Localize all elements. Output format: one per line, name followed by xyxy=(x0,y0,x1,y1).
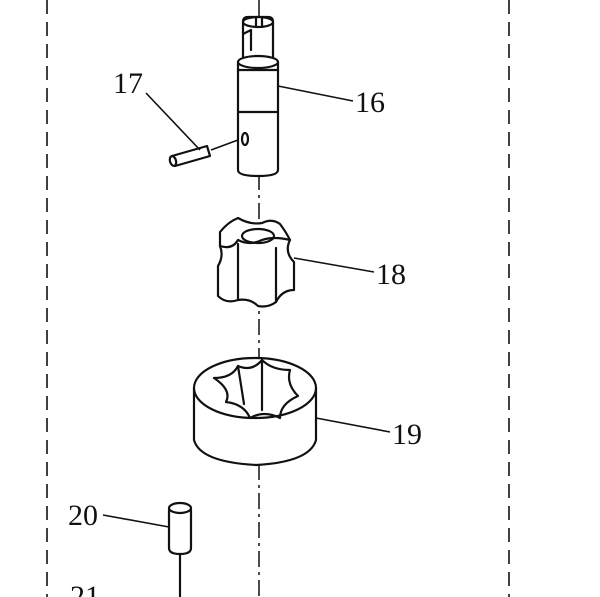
part-labels: 17 16 18 19 20 21 xyxy=(68,67,422,597)
boundary-lines xyxy=(46,0,510,597)
star-housing-icon xyxy=(192,356,318,467)
dowel-icon xyxy=(167,501,193,597)
leader-20 xyxy=(102,514,170,528)
leader-17 xyxy=(145,92,201,151)
part-label-17: 17 xyxy=(113,67,143,100)
leader-18 xyxy=(293,257,375,273)
part-label-19: 19 xyxy=(392,418,422,451)
leader-19 xyxy=(315,417,391,433)
leader-lines xyxy=(102,85,391,528)
part-label-21: 21 xyxy=(70,580,100,597)
part-label-16: 16 xyxy=(355,86,385,119)
pin-icon xyxy=(168,139,239,168)
part-label-18: 18 xyxy=(376,258,406,291)
shaft-icon xyxy=(236,15,280,178)
star-rotor-icon xyxy=(216,216,296,308)
leader-16 xyxy=(277,85,354,102)
part-label-20: 20 xyxy=(68,499,98,532)
